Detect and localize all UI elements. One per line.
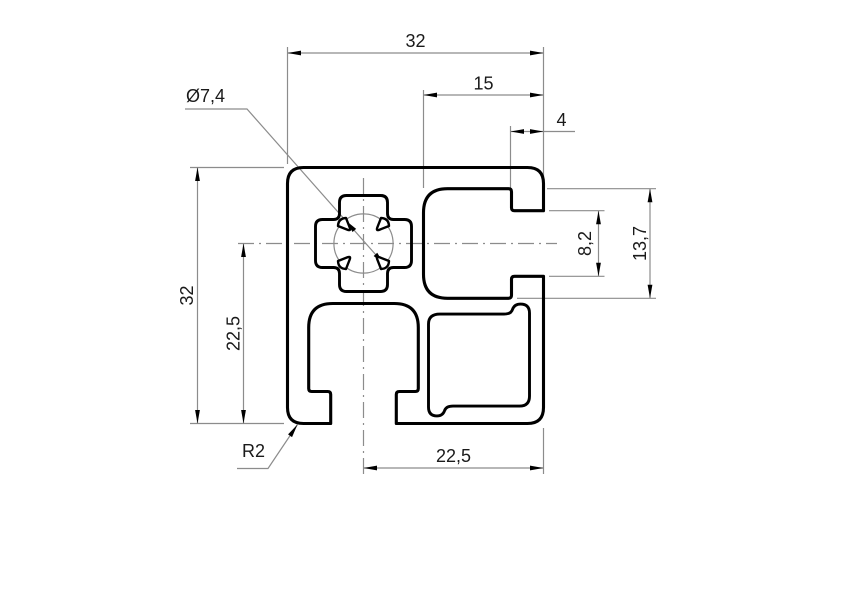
centerlines xyxy=(238,178,557,474)
bore-leader-line xyxy=(185,108,385,265)
thread-tooth xyxy=(375,216,391,232)
center-bore-circle xyxy=(333,213,394,274)
dim-center-from-right: 22,5 xyxy=(436,446,471,466)
dim-slot-depth: 15 xyxy=(473,74,493,94)
dimension-lines xyxy=(185,52,651,470)
center-cross-bore xyxy=(314,194,413,293)
thread-tooth xyxy=(336,216,352,232)
radius-leader-line xyxy=(237,424,298,470)
thread-tooth xyxy=(375,255,391,271)
dim-overall-width: 32 xyxy=(405,31,425,51)
dim-bore-diameter: Ø7,4 xyxy=(186,86,225,106)
dim-lip-undercut: 4 xyxy=(556,110,566,130)
dim-overall-height: 32 xyxy=(177,285,197,305)
dim-slot-cavity-width: 13,7 xyxy=(630,226,650,261)
dim-corner-radius: R2 xyxy=(242,441,265,461)
dim-center-from-bottom: 22,5 xyxy=(224,316,244,351)
dimension-labels: 32 15 4 Ø7,4 32 22,5 8,2 13,7 22,5 R2 xyxy=(177,31,650,466)
bottom-right-cavity xyxy=(427,302,531,418)
profile-outline xyxy=(285,165,546,426)
thread-tooth xyxy=(336,255,352,271)
dim-slot-opening: 8,2 xyxy=(575,231,595,256)
extension-lines xyxy=(190,47,656,474)
